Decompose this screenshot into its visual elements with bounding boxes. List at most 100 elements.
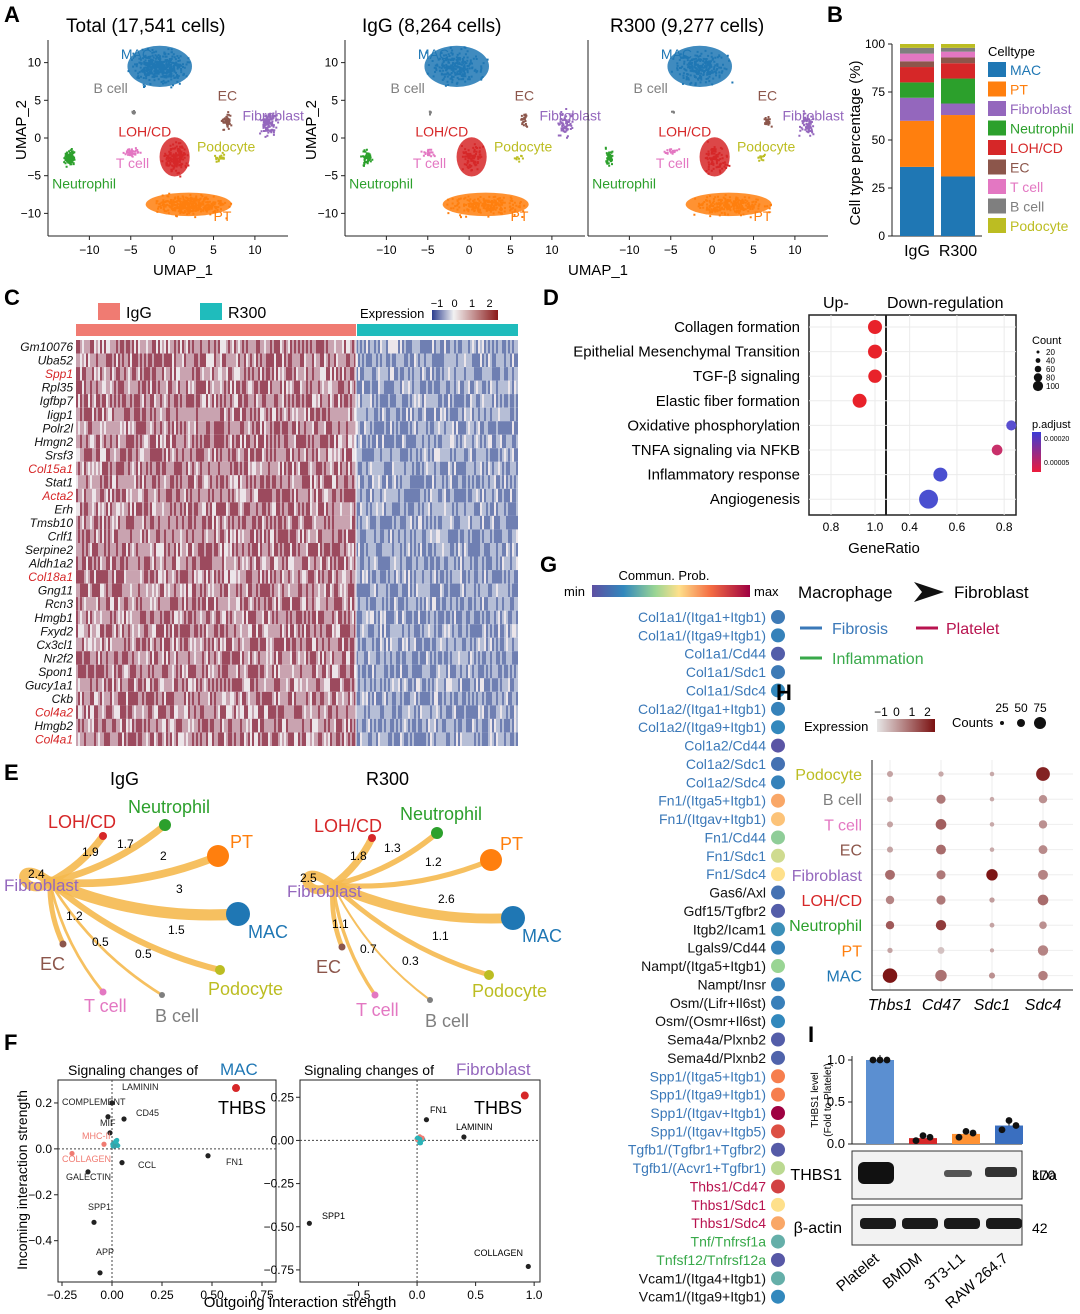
umap-cluster-label: Podocyte (737, 139, 796, 155)
network-edge-weight: 1.1 (332, 917, 349, 931)
i-bar (952, 1133, 980, 1144)
bar-y-tick-label: 50 (872, 133, 886, 147)
umap-cluster-Fibroblast (557, 108, 574, 139)
heatmap-row-mid (78, 624, 516, 638)
umap-cluster-label: B cell (634, 80, 668, 96)
umap-title-r300: R300 (9,277 cells) (610, 16, 764, 37)
h-expression-dot (886, 846, 894, 853)
umap-cluster-label: PT (511, 208, 529, 224)
expression-gradient (432, 310, 498, 320)
mac-signal-point (91, 1219, 97, 1225)
network-edge-weight: 1.1 (432, 929, 449, 943)
network-node (338, 943, 346, 951)
umap-cluster-LOH/CD (161, 141, 190, 178)
h-expression-dot (989, 922, 995, 928)
fib-signal-point (423, 1117, 430, 1123)
umap-cluster-Podocyte (757, 153, 766, 162)
enrichment-term-label: Oxidative phosphorylation (627, 417, 800, 434)
lr-pair-label: Gdf15/Tgfbr2 (684, 903, 767, 919)
network-edge-weight: 1.2 (425, 855, 442, 869)
umap-cluster-label: Neutrophil (592, 176, 656, 192)
network-node-label: LOH/CD (314, 816, 382, 836)
heatmap-row-high (84, 448, 352, 462)
expression-scale-tick: −1 (431, 298, 444, 310)
heatmap-row-mid (112, 664, 470, 679)
heatmap-row-bg-r300 (356, 515, 518, 530)
stacked-bar-segment (941, 115, 975, 177)
heatmap-row-low (360, 570, 518, 584)
heatmap-row-bg-r300 (356, 637, 518, 652)
lr-pair-label: Col1a2/Sdc4 (686, 774, 766, 790)
network-node (99, 988, 107, 996)
mac-signal-point (101, 1141, 107, 1147)
mac-signal-label: CD45 (136, 1108, 159, 1118)
network-node-label: MAC (522, 926, 562, 946)
lr-pair-dot (771, 903, 785, 918)
umap-cluster-B cell (428, 110, 432, 116)
umap-x-tick-label: 0 (466, 243, 473, 257)
umap-y-tick-label: 5 (331, 93, 338, 107)
umap-cluster-EC (220, 111, 233, 131)
scatter-y-tick-label: 0.25 (271, 1090, 295, 1104)
lr-pair-label: Col1a1/(Itga1+Itgb1) (638, 609, 766, 625)
heatmap-gene-label: Rpl35 (42, 381, 74, 395)
enrichment-dot (1006, 420, 1017, 431)
heatmap-gene-label: Iigp1 (47, 408, 73, 422)
mac-cluster-point (114, 1137, 120, 1143)
thbs1-blot-label: THBS1 (790, 1167, 842, 1184)
enrichment-dot (933, 467, 948, 482)
mac-signal-label: COMPLEMENT (62, 1097, 126, 1107)
lr-pair-label: Lgals9/Cd44 (687, 940, 766, 956)
fib-signal-point (525, 1263, 531, 1270)
heatmap-row-mid (76, 502, 496, 516)
lr-pair-label: Thbs1/Sdc4 (691, 1215, 766, 1231)
network-edge (330, 830, 440, 888)
scale-min-label: min (564, 584, 585, 599)
lr-pair-label: Fn1/Sdc4 (706, 866, 766, 882)
signaling-title-mac-cell: MAC (220, 1060, 258, 1079)
padjust-gradient (1032, 432, 1041, 472)
h-expression-dot (1038, 795, 1048, 804)
umap-cluster-T cell (663, 148, 681, 155)
h-expression-dot (989, 796, 995, 802)
lr-pair-dot (771, 1069, 785, 1084)
umap-cluster-Neutrophil (360, 148, 374, 167)
dotplot-x-tick: 1.0 (867, 520, 884, 534)
network-node-label: EC (316, 957, 341, 977)
heatmap-row-low (358, 353, 518, 367)
h-cell-label: PT (842, 943, 863, 960)
umap-cluster-B cell (131, 110, 136, 115)
lr-pair-label: Osm/(Lifr+Il6st) (670, 995, 766, 1011)
network-node-label: PT (230, 832, 253, 852)
heatmap-row-high (76, 610, 356, 625)
igg-group-bar (76, 324, 356, 336)
lr-pair-dot (771, 959, 785, 974)
heatmap-row-high (80, 502, 356, 516)
network-edge (48, 880, 164, 997)
network-node (368, 834, 376, 842)
mac-signal-point (119, 1160, 125, 1166)
heatmap-gene-label: Fxyd2 (40, 624, 73, 638)
igg-legend-label: IgG (126, 305, 152, 322)
network-node-label: EC (40, 954, 65, 974)
heatmap-row-low (358, 461, 518, 476)
lr-pair-dot (771, 628, 785, 643)
heatmap-gene-label: Polr2l (42, 421, 73, 435)
stacked-bar-segment (941, 44, 975, 48)
h-expression-dot (1038, 820, 1048, 829)
fib-signal-point (306, 1220, 312, 1226)
mac-signal-label: CCL (138, 1160, 156, 1170)
heatmap-row-low (356, 624, 510, 638)
scatter-x-tick-label: 0.25 (150, 1288, 174, 1302)
fibrosis-legend-label: Fibrosis (832, 621, 888, 638)
stacked-bar-segment (900, 82, 934, 98)
h-expression-dot (936, 844, 946, 855)
count-legend-dot (1036, 350, 1040, 354)
network-node (371, 991, 379, 999)
celltype-legend-swatch (988, 62, 1006, 77)
count-legend-label: 100 (1046, 382, 1060, 391)
umap-cluster-label: MAC (121, 46, 152, 62)
heatmap-row-low (360, 556, 512, 570)
